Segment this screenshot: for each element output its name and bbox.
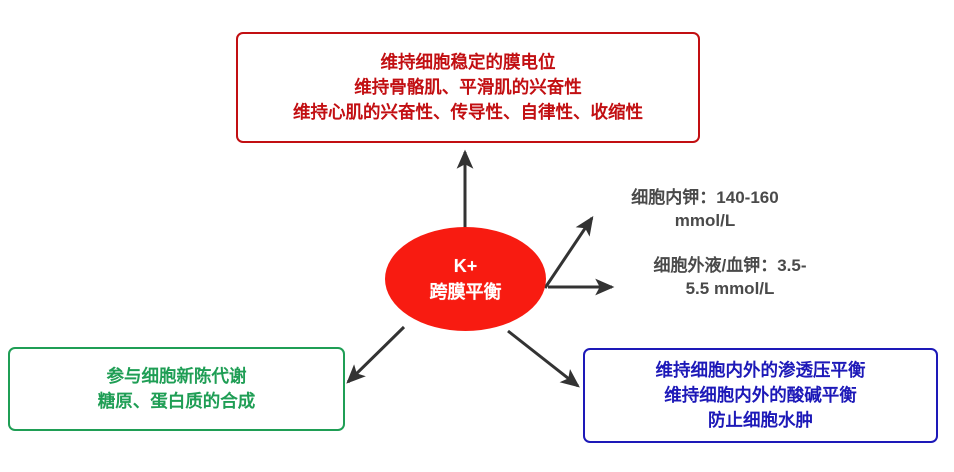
node-osmotic-balance-label: 维持细胞内外的渗透压平衡 维持细胞内外的酸碱平衡 防止细胞水肿: [655, 360, 866, 430]
arrow-to-osmotic: [507, 329, 580, 388]
node-potassium-transmembrane-balance-label: K+ 跨膜平衡: [429, 255, 502, 302]
arrow-to-intracellular-label: [543, 216, 594, 289]
node-osmotic-balance: 维持细胞内外的渗透压平衡 维持细胞内外的酸碱平衡 防止细胞水肿: [583, 348, 938, 443]
node-membrane-potential-label: 维持细胞稳定的膜电位 维持骨骼肌、平滑肌的兴奋性 维持心肌的兴奋性、传导性、自律…: [293, 52, 643, 122]
annotation-extracellular-potassium: 细胞外液/血钾：3.5- 5.5 mmol/L: [653, 256, 807, 298]
node-metabolism-label: 参与细胞新陈代谢 糖原、蛋白质的合成: [97, 366, 256, 411]
node-potassium-transmembrane-balance: K+ 跨膜平衡: [385, 227, 546, 331]
node-metabolism: 参与细胞新陈代谢 糖原、蛋白质的合成: [8, 347, 345, 431]
node-membrane-potential: 维持细胞稳定的膜电位 维持骨骼肌、平滑肌的兴奋性 维持心肌的兴奋性、传导性、自律…: [236, 32, 700, 143]
annotation-intracellular-potassium: 细胞内钾：140-160 mmol/L: [631, 188, 779, 230]
arrow-to-metabolism: [346, 325, 406, 384]
